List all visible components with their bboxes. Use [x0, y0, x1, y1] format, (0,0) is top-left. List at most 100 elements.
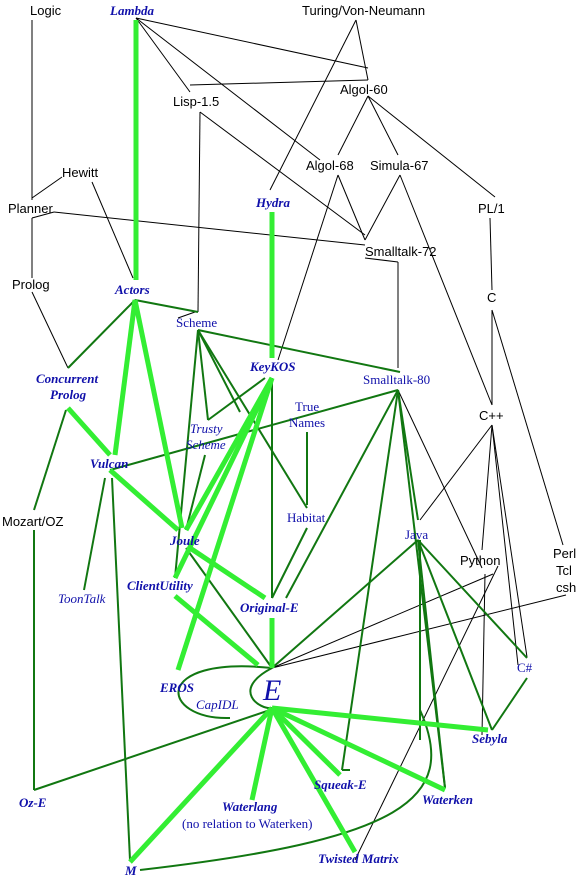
edge — [419, 424, 493, 521]
edge — [135, 17, 369, 69]
node-csh: csh — [556, 580, 576, 595]
edge — [111, 477, 131, 861]
edge — [271, 539, 419, 669]
node-waterlang-note: (no relation to Waterken) — [182, 816, 312, 831]
edge — [135, 17, 191, 93]
node-sebyla: Sebyla — [472, 731, 508, 746]
node-mozart: Mozart/OZ — [2, 514, 63, 529]
node-squeake: Squeak-E — [314, 777, 367, 792]
edge — [66, 406, 112, 457]
edge — [33, 409, 67, 511]
node-hewitt: Hewitt — [62, 165, 99, 180]
edge — [270, 706, 342, 777]
edge — [174, 329, 199, 579]
edge — [197, 329, 401, 373]
edge — [271, 527, 308, 599]
edge — [249, 707, 275, 801]
edge — [417, 539, 493, 731]
edge — [185, 547, 273, 669]
node-actors: Actors — [114, 282, 150, 297]
node-prolog: Prolog — [12, 277, 50, 292]
edge — [67, 299, 136, 369]
bright-edges — [66, 20, 489, 864]
edge — [249, 667, 273, 710]
node-turing: Turing/Von-Neumann — [302, 3, 425, 18]
edge — [271, 705, 489, 733]
node-eros: EROS — [159, 680, 194, 695]
node-habitat: Habitat — [287, 510, 326, 525]
node-java: Java — [405, 527, 428, 542]
node-pl1: PL/1 — [478, 201, 505, 216]
edge — [364, 257, 399, 263]
node-toontalk: ToonTalk — [58, 591, 106, 606]
edge — [31, 176, 63, 199]
edge — [417, 539, 528, 659]
edge — [197, 111, 201, 313]
node-algol68: Algol-68 — [306, 158, 354, 173]
node-algol60: Algol-60 — [340, 82, 388, 97]
node-c: C — [487, 290, 496, 305]
edge — [134, 299, 199, 313]
edge — [285, 389, 399, 599]
edge — [491, 424, 519, 666]
node-m: M — [124, 863, 137, 878]
node-planner: Planner — [8, 201, 53, 216]
node-logic: Logic — [30, 3, 62, 18]
edge — [364, 174, 401, 241]
node-keykos: KeyKOS — [249, 359, 296, 374]
edge — [269, 706, 358, 854]
edge — [185, 454, 206, 531]
edge — [91, 181, 134, 279]
node-cpp: C++ — [479, 408, 504, 423]
node-twisted: Twisted Matrix — [318, 851, 399, 866]
edge — [177, 665, 273, 720]
dark-edges — [33, 299, 528, 871]
node-waterlang: Waterlang — [222, 799, 278, 814]
node-waterken: Waterken — [422, 792, 473, 807]
edge — [53, 211, 366, 246]
node-e: E — [262, 674, 281, 707]
node-tcl: Tcl — [556, 563, 572, 578]
node-scheme: Scheme — [176, 315, 217, 330]
edge — [33, 709, 271, 791]
node-originale: Original-E — [240, 600, 299, 615]
node-true-names-2: Names — [289, 415, 325, 430]
thin-edges — [31, 17, 567, 861]
edge — [269, 19, 357, 191]
node-smalltalk80: Smalltalk-80 — [363, 372, 430, 387]
edge — [271, 573, 494, 669]
edge — [189, 79, 369, 86]
node-joule: Joule — [169, 533, 200, 548]
edge — [489, 217, 493, 291]
edge — [172, 376, 275, 580]
edge — [337, 95, 369, 156]
edge — [341, 389, 399, 771]
node-lisp15: Lisp-1.5 — [173, 94, 219, 109]
edge — [337, 174, 366, 241]
edge — [270, 705, 447, 793]
edge — [132, 299, 185, 529]
edge — [355, 19, 369, 81]
edge — [175, 377, 275, 671]
edge — [173, 594, 260, 667]
node-hydra: Hydra — [255, 195, 290, 210]
edge — [139, 709, 433, 871]
edge — [417, 539, 446, 789]
node-labels: Logic Lambda Turing/Von-Neumann Algol-60… — [2, 3, 576, 878]
node-simula67: Simula-67 — [370, 158, 429, 173]
edge — [367, 95, 399, 156]
node-python: Python — [460, 553, 500, 568]
edge — [207, 377, 266, 421]
edge — [367, 95, 496, 198]
edge — [491, 424, 528, 658]
edge — [481, 424, 493, 551]
edge — [83, 477, 106, 591]
edge — [128, 706, 274, 864]
node-lambda: Lambda — [109, 3, 155, 18]
node-perl: Perl — [553, 546, 576, 561]
edge — [277, 174, 339, 361]
node-concurrent: Concurrent — [36, 371, 99, 386]
edge — [112, 299, 138, 456]
